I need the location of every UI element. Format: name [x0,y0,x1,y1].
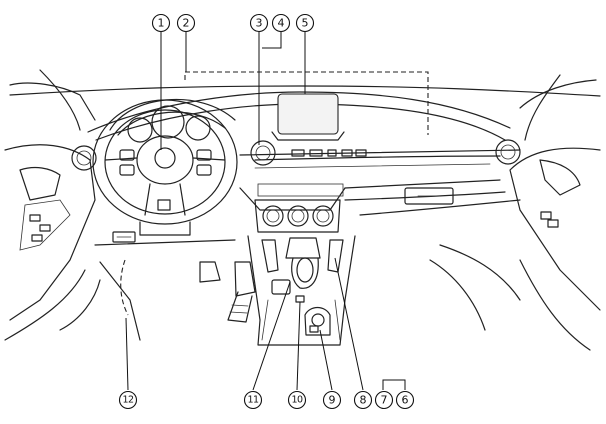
svg-text:8: 8 [360,394,367,407]
callout-1: 1 [151,13,171,33]
callout-2: 2 [176,13,196,33]
left-door [4,69,101,341]
dashed-area-outline [184,71,429,135]
callout-6: 6 [395,390,415,410]
svg-text:12: 12 [123,395,134,406]
center-dash [250,140,367,197]
lower-driver-area [94,231,256,341]
svg-text:3: 3 [256,17,263,30]
svg-text:5: 5 [302,17,309,30]
callout-4: 4 [271,13,291,33]
callout-3: 3 [249,13,269,33]
svg-text:6: 6 [402,394,409,407]
callout-7: 7 [374,390,394,410]
svg-text:4: 4 [278,17,285,30]
svg-text:1: 1 [158,17,165,30]
callout-10: 10 [287,390,307,410]
svg-text:7: 7 [381,394,388,407]
callout-8: 8 [353,390,373,410]
callout-11: 11 [243,390,263,410]
callout-9: 9 [322,390,342,410]
callout-12: 12 [118,390,138,410]
steering-wheel [92,99,238,236]
callout-5: 5 [295,13,315,33]
center-display [271,93,345,141]
right-door [495,74,601,351]
svg-text:9: 9 [329,394,336,407]
center-console [247,235,356,346]
leader-lines [125,32,406,391]
svg-text:11: 11 [248,395,259,406]
svg-text:2: 2 [183,17,190,30]
svg-text:10: 10 [292,395,303,406]
climate-controls [254,199,341,233]
